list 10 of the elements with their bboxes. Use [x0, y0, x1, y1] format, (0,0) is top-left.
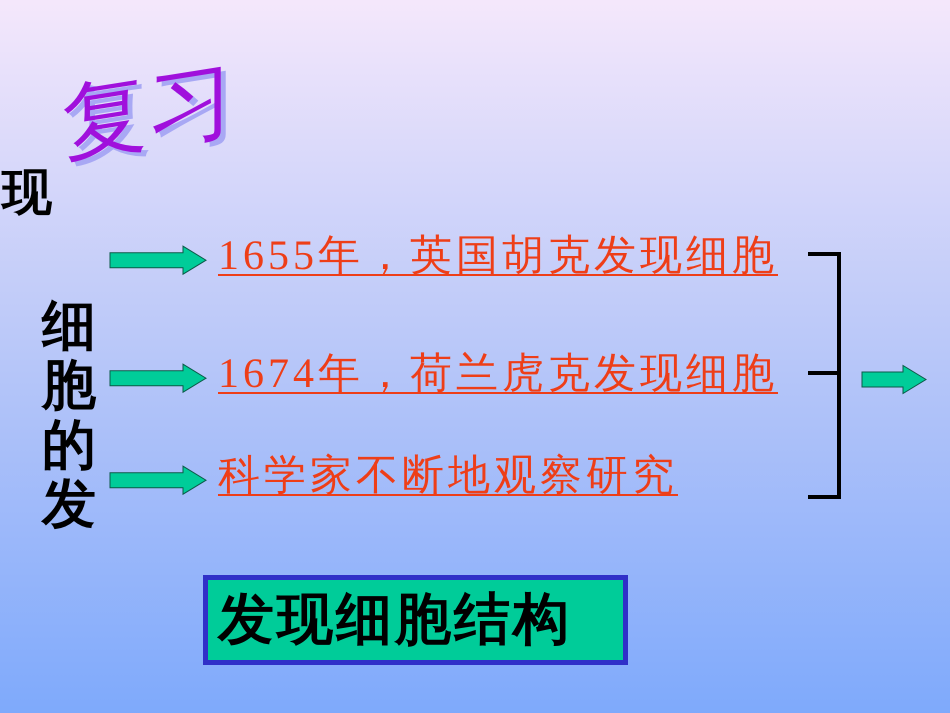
underlined-text: 科学家不断地观察研究	[206, 451, 678, 502]
slide-title: 复习	[62, 50, 235, 173]
vertical-heading: 细胞的发	[42, 296, 96, 534]
side-character: 现	[0, 162, 53, 223]
summary-box: 发现细胞结构	[203, 575, 628, 665]
underlined-text: 1674年，荷兰虎克发现细胞	[206, 349, 778, 400]
block-arrow	[110, 245, 207, 276]
block-arrow	[110, 363, 207, 394]
underlined-text: 1655年，英国胡克发现细胞	[206, 231, 778, 282]
block-arrow	[110, 465, 207, 496]
